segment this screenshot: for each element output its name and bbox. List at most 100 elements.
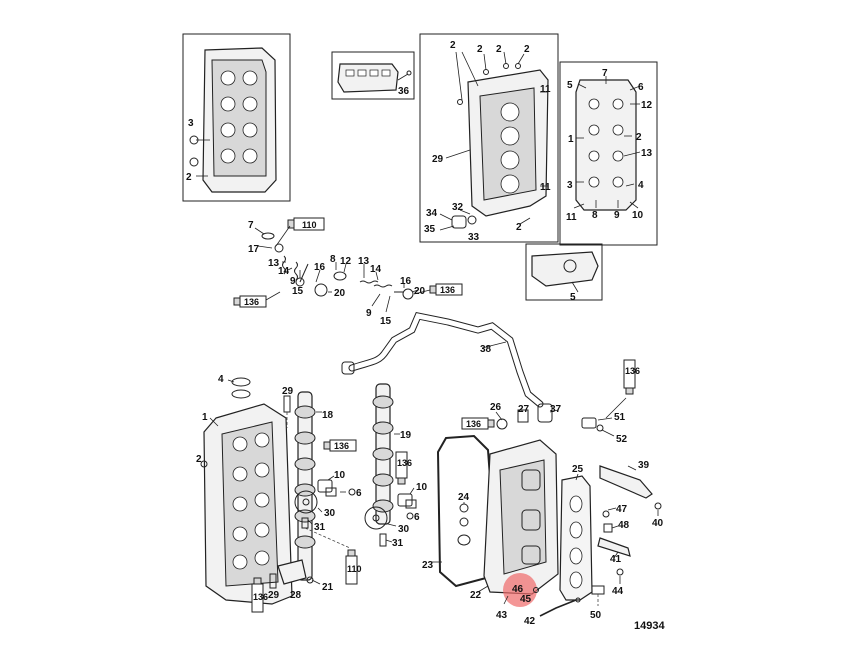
valve-train-group: 110 136 136 <box>233 217 463 327</box>
inset-cover-bolts: 5 7 6 12 1 2 13 3 4 11 8 9 10 <box>559 61 658 246</box>
callout-vt-16: 16 <box>314 262 326 273</box>
callout-ch-21: 21 <box>322 582 334 593</box>
callout-c-2d: 2 <box>524 44 530 55</box>
camshaft-18 <box>294 391 316 581</box>
inset-head-rear: 3 2 <box>182 33 291 202</box>
svg-text:110: 110 <box>347 564 362 574</box>
callout-vt-14: 14 <box>278 266 290 277</box>
sealant-tube-136-cover: 136 <box>461 417 495 430</box>
callout-ch-28: 28 <box>290 590 302 601</box>
inset-head-front: 2 2 2 2 11 29 34 32 35 33 2 11 <box>419 33 559 243</box>
callout-d-6: 6 <box>638 82 644 93</box>
callout-cv-44: 44 <box>612 586 624 597</box>
callout-cv-25: 25 <box>572 464 584 475</box>
drawing-number: 14934 <box>634 620 665 632</box>
callout-ch-31: 31 <box>314 522 326 533</box>
water-hose-assembly: 38 37 26 27 51 52 136 39 40 <box>341 312 664 529</box>
callout-d-11: 11 <box>566 212 577 223</box>
svg-text:136: 136 <box>440 285 455 295</box>
callout-vt-15b: 15 <box>380 316 392 327</box>
callout-a-2: 2 <box>186 172 192 183</box>
callout-e-5: 5 <box>570 292 576 303</box>
sealant-tube-110-top: 110 <box>287 217 325 231</box>
callout-vt-13: 13 <box>268 258 280 269</box>
callout-ch-31b: 31 <box>392 538 404 549</box>
callout-hose-38: 38 <box>480 344 492 355</box>
callout-d-8: 8 <box>592 210 598 221</box>
svg-text:136: 136 <box>334 441 349 451</box>
callout-c-35: 35 <box>424 224 436 235</box>
svg-text:136: 136 <box>397 458 412 468</box>
callout-c-2b: 2 <box>477 44 483 55</box>
callout-ch-4: 4 <box>218 374 224 385</box>
callout-d-10: 10 <box>632 210 644 221</box>
svg-text:136: 136 <box>625 366 640 376</box>
svg-text:110: 110 <box>302 220 317 230</box>
callout-cv-42: 42 <box>524 616 536 627</box>
callout-vt-12: 12 <box>340 256 352 267</box>
callout-cv-24: 24 <box>458 492 470 503</box>
callout-ch-29: 29 <box>282 386 294 397</box>
callout-ch-2: 2 <box>196 454 202 465</box>
callout-c-34: 34 <box>426 208 438 219</box>
callout-d-5: 5 <box>567 80 573 91</box>
callout-c-2e: 2 <box>516 222 522 233</box>
svg-text:136: 136 <box>244 297 259 307</box>
callout-ch-29b: 29 <box>268 590 280 601</box>
callout-cv-45: 45 <box>520 594 532 605</box>
callout-hose-51: 51 <box>614 412 626 423</box>
callout-c-11a: 11 <box>540 84 551 95</box>
callout-d-2: 2 <box>636 132 642 143</box>
callout-hose-40: 40 <box>652 518 664 529</box>
callout-d-3: 3 <box>567 180 573 191</box>
callout-vt-15: 15 <box>292 286 304 297</box>
callout-vt-8: 8 <box>330 254 336 265</box>
callout-ch-18: 18 <box>322 410 334 421</box>
highlight-marker <box>503 573 537 607</box>
callout-vt-9: 9 <box>290 276 296 287</box>
callout-cv-23: 23 <box>422 560 434 571</box>
sealant-tube-136-right: 136 <box>429 283 463 296</box>
callout-vt-20b: 20 <box>414 286 426 297</box>
callout-ch-6: 6 <box>356 488 362 499</box>
callout-cv-41: 41 <box>610 554 622 565</box>
callout-c-32: 32 <box>452 202 464 213</box>
callout-ch-30: 30 <box>324 508 336 519</box>
callout-d-4: 4 <box>638 180 644 191</box>
callout-d-12: 12 <box>641 100 653 111</box>
callout-vt-13b: 13 <box>358 256 370 267</box>
callout-cv-22: 22 <box>470 590 482 601</box>
callout-ch-30b: 30 <box>398 524 410 535</box>
callout-cv-48: 48 <box>618 520 630 531</box>
callout-d-9: 9 <box>614 210 620 221</box>
callout-ch-1: 1 <box>202 412 208 423</box>
callout-c-2c: 2 <box>496 44 502 55</box>
sealant-tube-136-left: 136 <box>233 295 267 308</box>
callout-vt-16b: 16 <box>400 276 412 287</box>
callout-d-1: 1 <box>568 134 574 145</box>
cylinder-head-group: 4 29 1 18 2 19 136 136 10 6 <box>196 374 428 613</box>
sealant-tube-136-vertical: 136 <box>623 359 640 395</box>
valve-cover-group: 136 23 24 22 25 46 45 <box>422 417 631 627</box>
callout-cv-50: 50 <box>590 610 602 621</box>
callout-c-29: 29 <box>432 154 444 165</box>
callout-vt-17: 17 <box>248 244 260 255</box>
callout-vt-14b: 14 <box>370 264 382 275</box>
callout-cv-43: 43 <box>496 610 508 621</box>
callout-d-7: 7 <box>602 68 608 79</box>
callout-vt-7: 7 <box>248 220 254 231</box>
sealant-tube-110-lower: 110 <box>345 549 362 585</box>
callout-cv-47: 47 <box>616 504 628 515</box>
callout-ch-10b: 10 <box>416 482 428 493</box>
callout-cv-46: 46 <box>512 584 524 595</box>
sealant-tube-136-vertical-mid: 136 <box>395 451 412 485</box>
svg-text:136: 136 <box>253 592 268 602</box>
sealant-tube-136-mid: 136 <box>323 439 357 452</box>
callout-b-36: 36 <box>398 86 410 97</box>
svg-text:136: 136 <box>466 419 481 429</box>
callout-ch-19: 19 <box>400 430 412 441</box>
inset-bracket: 5 <box>525 243 603 303</box>
callout-c-33: 33 <box>468 232 480 243</box>
inset-cam-cover: 36 <box>331 51 415 100</box>
